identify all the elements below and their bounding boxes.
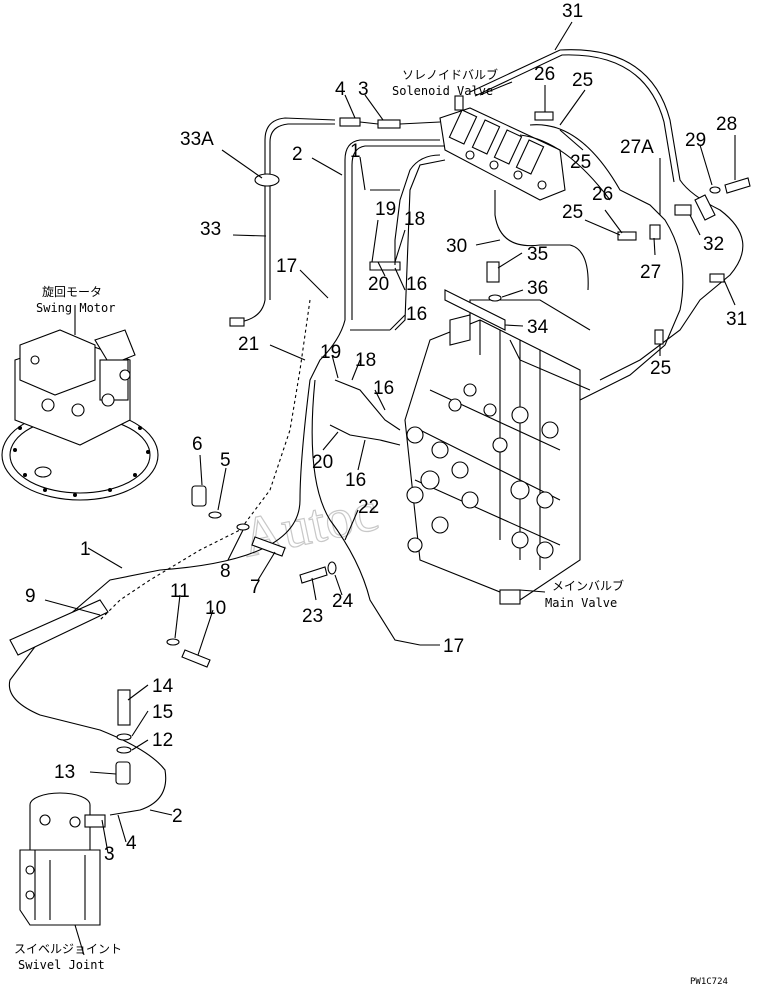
callout-16-c: 16: [373, 378, 394, 399]
callout-6: 6: [192, 434, 203, 455]
callout-4-bottom: 4: [126, 833, 137, 854]
leader-lines: [44, 21, 736, 956]
callout-15: 15: [152, 702, 173, 723]
callout-26-top: 26: [534, 64, 555, 85]
main-valve-label-en: Main Valve: [545, 596, 617, 610]
callout-25-low: 25: [650, 358, 671, 379]
callout-26-mid: 26: [592, 184, 613, 205]
callout-2-bottom: 2: [172, 806, 183, 827]
callout-34: 34: [527, 317, 549, 338]
callout-25-top: 25: [572, 70, 593, 91]
callout-25-mid: 25: [570, 152, 591, 173]
swing-motor-label-en: Swing Motor: [36, 301, 115, 315]
callout-28: 28: [716, 114, 737, 135]
callout-10: 10: [205, 598, 226, 619]
callout-21: 21: [238, 334, 259, 355]
swivel-joint-label-jp: スイベルジョイント: [14, 942, 122, 956]
callout-25-right: 25: [562, 202, 583, 223]
solenoid-valve-label-jp: ソレノイドバルブ: [402, 67, 498, 82]
callout-1-left: 1: [80, 539, 91, 560]
figure-code: PW1C724: [690, 977, 728, 987]
callout-36: 36: [527, 278, 548, 299]
callout-4-top: 4: [335, 79, 346, 100]
callout-14: 14: [152, 676, 174, 697]
callout-7: 7: [250, 577, 261, 598]
callout-2-top: 2: [292, 144, 303, 165]
callout-27a: 27A: [620, 137, 654, 158]
main-valve-label-jp: メインバルブ: [552, 578, 624, 593]
main-valve: [404, 299, 591, 605]
callout-18-mid: 18: [355, 350, 376, 371]
callout-32: 32: [703, 234, 724, 255]
callout-30: 30: [446, 236, 467, 257]
solenoid-valve-label-en: Solenoid Valve: [392, 84, 493, 98]
callout-20-top: 20: [368, 274, 389, 295]
callout-8: 8: [220, 561, 231, 582]
callout-16-d: 16: [345, 470, 366, 491]
callout-17-top: 17: [276, 256, 297, 277]
callout-33: 33: [200, 219, 221, 240]
callout-22: 22: [358, 497, 379, 518]
watermark: Autoc: [236, 481, 383, 570]
callout-17-bottom: 17: [443, 636, 464, 657]
callout-3-top: 3: [358, 79, 369, 100]
callout-20-mid: 20: [312, 452, 333, 473]
callout-3-bottom: 3: [104, 844, 115, 865]
callout-1-top: 1: [350, 141, 361, 162]
callout-numbers: 31 4 3 26 25 33A 2 1 25 27A 29 28 33 19 …: [25, 1, 747, 865]
callout-12: 12: [152, 730, 173, 751]
callout-33a: 33A: [180, 129, 214, 150]
callout-19-mid: 19: [320, 342, 341, 363]
callout-16-a: 16: [406, 274, 427, 295]
callout-9: 9: [25, 586, 36, 607]
callout-16-b: 16: [406, 304, 427, 325]
callout-27: 27: [640, 262, 661, 283]
callout-13: 13: [54, 762, 75, 783]
swivel-joint-label-en: Swivel Joint: [18, 958, 105, 972]
callout-31-right: 31: [726, 309, 747, 330]
callout-5: 5: [220, 450, 231, 471]
callout-24: 24: [332, 591, 354, 612]
callout-11: 11: [170, 581, 190, 602]
callout-29: 29: [685, 130, 706, 151]
callout-31-top: 31: [562, 1, 583, 22]
callout-19-top: 19: [375, 199, 396, 220]
swivel-joint: [19, 792, 106, 926]
hose-lines: [8, 49, 751, 816]
swing-motor: [1, 329, 159, 501]
solenoid-valve: [439, 95, 566, 201]
swing-motor-label-jp: 旋回モータ: [42, 285, 102, 299]
callout-35: 35: [527, 244, 548, 265]
callout-18-top: 18: [404, 209, 425, 230]
callout-23: 23: [302, 606, 323, 627]
